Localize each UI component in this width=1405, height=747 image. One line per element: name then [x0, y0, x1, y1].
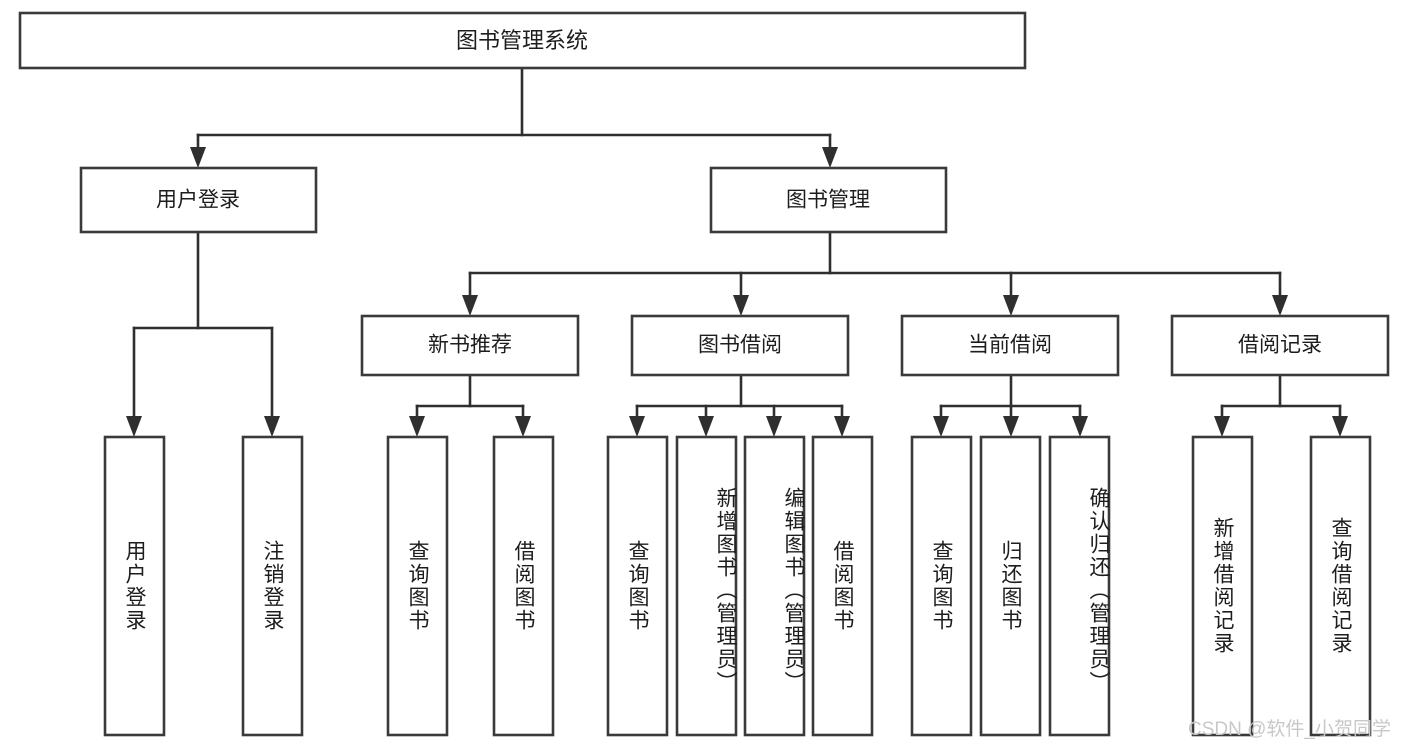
node-label-book-management: 图书管理: [786, 189, 870, 212]
node-box-leaf-query-book-2[interactable]: [606, 435, 669, 737]
node-box-leaf-query-record[interactable]: [1309, 435, 1372, 737]
arrow-head-leaf-borrow-book-1: [515, 416, 531, 437]
arrow-head-new-book-recommend: [462, 295, 478, 316]
arrow-head-leaf-user-login: [126, 416, 142, 437]
arrow-head-book-management: [822, 147, 838, 168]
node-box-leaf-add-book[interactable]: [675, 435, 738, 737]
node-box-leaf-query-book-3[interactable]: [910, 435, 973, 737]
node-box-leaf-return-book[interactable]: [979, 435, 1042, 737]
connector-group-book-management: [462, 230, 1288, 316]
arrow-head-borrow-record: [1272, 295, 1288, 316]
node-box-leaf-add-record[interactable]: [1191, 435, 1254, 737]
node-label-current-borrow: 当前借阅: [968, 334, 1052, 357]
node-box-book-borrow[interactable]: [630, 314, 850, 377]
node-box-leaf-user-login[interactable]: [103, 435, 166, 737]
arrow-head-leaf-query-book-1: [409, 416, 425, 437]
node-label-book-borrow: 图书借阅: [698, 334, 782, 357]
node-label-borrow-record: 借阅记录: [1238, 334, 1322, 357]
node-box-leaf-logout-login[interactable]: [241, 435, 304, 737]
arrow-head-user-login: [190, 147, 206, 168]
arrow-head-leaf-add-book: [698, 416, 714, 437]
connector-group-current-borrow: [933, 373, 1088, 437]
arrow-head-current-borrow: [1003, 295, 1019, 316]
node-box-root[interactable]: [18, 11, 1027, 70]
node-label-user-login: 用户登录: [156, 189, 240, 212]
node-box-leaf-confirm-return[interactable]: [1048, 435, 1111, 737]
node-box-leaf-query-book-1[interactable]: [386, 435, 449, 737]
node-box-leaf-borrow-book-2[interactable]: [811, 435, 874, 737]
node-box-borrow-record[interactable]: [1170, 314, 1390, 377]
connector-group-user-login: [126, 230, 280, 437]
node-box-leaf-borrow-book-1[interactable]: [492, 435, 555, 737]
arrow-head-leaf-return-book: [1003, 416, 1019, 437]
arrow-head-leaf-query-book-3: [933, 416, 949, 437]
node-label-new-book-recommend: 新书推荐: [428, 334, 512, 357]
connector-group-book-borrow: [629, 373, 850, 437]
arrow-head-leaf-borrow-book-2: [834, 416, 850, 437]
connector-group-borrow-record: [1214, 373, 1348, 437]
arrow-head-book-borrow: [733, 295, 749, 316]
node-label-root: 图书管理系统: [456, 28, 588, 53]
node-box-new-book-recommend[interactable]: [360, 314, 580, 377]
arrow-head-leaf-logout-login: [264, 416, 280, 437]
arrow-head-leaf-confirm-return: [1072, 416, 1088, 437]
arrow-head-leaf-query-record: [1332, 416, 1348, 437]
connector-group-new-book-recommend: [409, 373, 531, 437]
node-box-book-management[interactable]: [709, 166, 948, 234]
arrow-head-leaf-add-record: [1214, 416, 1230, 437]
connector-group-root: [190, 66, 838, 168]
node-box-leaf-edit-book[interactable]: [743, 435, 806, 737]
arrow-head-leaf-edit-book: [766, 416, 782, 437]
node-box-user-login[interactable]: [79, 166, 318, 234]
arrow-head-leaf-query-book-2: [629, 416, 645, 437]
node-box-current-borrow[interactable]: [900, 314, 1120, 377]
